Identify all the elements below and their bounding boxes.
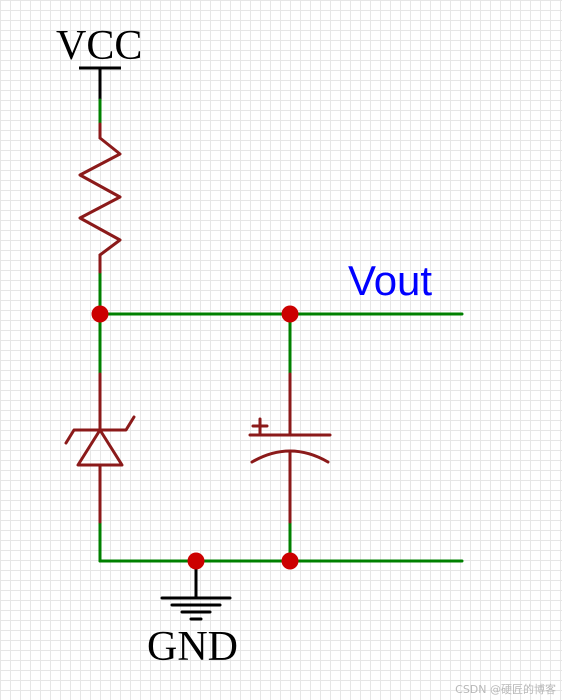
gnd-label: GND: [147, 624, 238, 670]
junction-dot: [281, 552, 299, 570]
junctions: [91, 305, 299, 570]
junction-dot: [281, 305, 299, 323]
resistor-zigzag: [78, 136, 122, 257]
vcc-label: VCC: [56, 23, 142, 69]
polarized-capacitor: [248, 372, 332, 524]
wires: [98, 98, 464, 563]
vcc-power-symbol: VCC: [56, 23, 142, 100]
zener-triangle: [76, 428, 124, 467]
junction-dot: [91, 305, 109, 323]
zener-diode: [64, 372, 136, 524]
vout-label: Vout: [348, 257, 432, 304]
watermark: CSDN @硬匠的博客: [455, 682, 556, 696]
resistor: [78, 122, 122, 274]
ground-symbol: [160, 559, 232, 621]
junction-dot: [187, 552, 205, 570]
